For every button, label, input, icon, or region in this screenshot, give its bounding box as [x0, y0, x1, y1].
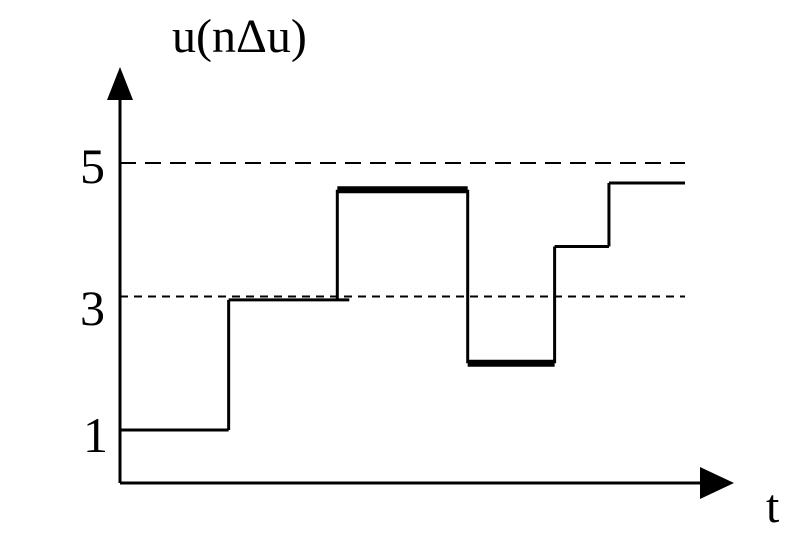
- y-axis-arrow: [107, 67, 133, 100]
- y-tick-label-5: 5: [80, 138, 105, 194]
- y-tick-label-3: 3: [80, 280, 105, 336]
- x-axis-title: t: [766, 480, 780, 533]
- step-series: [120, 181, 685, 432]
- y-axis-title: u(nΔu): [172, 10, 307, 63]
- reference-lines: [120, 162, 685, 298]
- y-tick-label-1: 1: [83, 407, 108, 463]
- x-axis-arrow: [700, 467, 734, 499]
